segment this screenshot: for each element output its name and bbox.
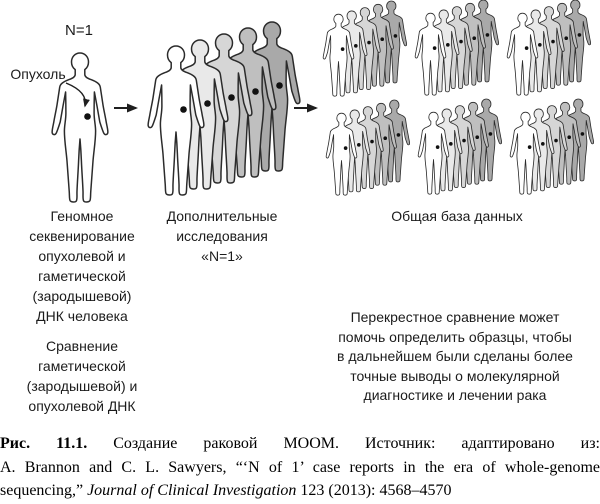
caption-line-2: A. Brannon and C. L. Sawyers, “‘N of 1’ … bbox=[0, 456, 600, 480]
step1-caption-part2: Сравнение гаметической (зародышевой) и о… bbox=[26, 338, 138, 414]
caption-cite-numbers: 123 (2013): 4568–4570 bbox=[296, 482, 452, 499]
database-cohort bbox=[418, 99, 501, 194]
database-cohort-grid bbox=[323, 0, 593, 195]
database-cohort bbox=[510, 99, 593, 194]
database-cohort bbox=[323, 1, 406, 96]
tumor-pointer-arrow bbox=[65, 82, 90, 108]
step2-caption: Дополнительные исследования «N=1» bbox=[166, 208, 278, 264]
diagram-canvas bbox=[51, 0, 600, 203]
figure-caption: Рис. 11.1. Создание раковой МООМ. Источн… bbox=[0, 432, 600, 503]
database-cohort bbox=[415, 0, 498, 95]
tumor-label: Опухоль bbox=[10, 66, 66, 82]
step1-caption: Геномное секвенирование опухолевой и гам… bbox=[29, 208, 135, 324]
database-cohort bbox=[326, 100, 409, 195]
caption-line-1: Рис. 11.1. Создание раковой МООМ. Источн… bbox=[0, 432, 600, 456]
n-equals-1-label: N=1 bbox=[65, 22, 93, 39]
caption-source-text: sequencing,” bbox=[0, 482, 88, 499]
cross-comparison-note: Перекрестное сравнение может помочь опре… bbox=[337, 309, 573, 403]
figure-number-label: Рис. 11.1. bbox=[0, 435, 88, 452]
step3-caption: Общая база данных bbox=[391, 208, 523, 224]
database-cohort bbox=[507, 0, 590, 95]
caption-line-3: sequencing,” Journal of Clinical Investi… bbox=[0, 479, 600, 503]
journal-title: Journal of Clinical Investigation bbox=[87, 482, 297, 499]
caption-source-text: A. Brannon and C. L. Sawyers, “‘N of 1’ … bbox=[0, 458, 600, 476]
caption-text: Создание раковой МООМ. Источник: адаптир… bbox=[87, 435, 600, 452]
n1-cohort-figures bbox=[148, 22, 300, 195]
